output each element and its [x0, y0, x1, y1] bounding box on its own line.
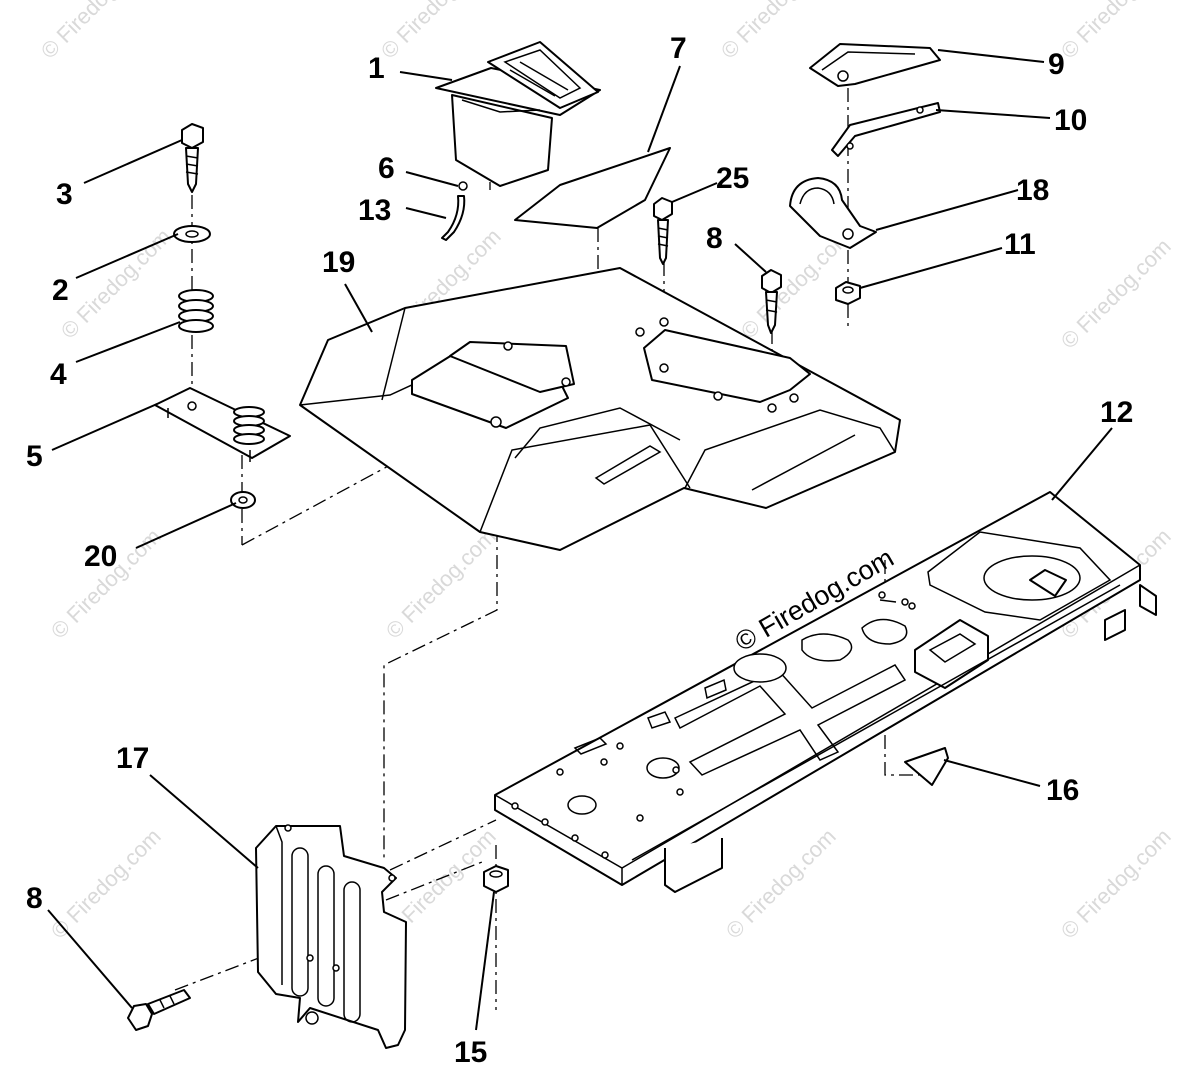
part-16-clip [904, 747, 949, 786]
part-7-pad [514, 147, 671, 229]
part-10-bracket [831, 102, 941, 157]
callout-6: 6 [378, 152, 395, 185]
callout-2: 2 [52, 274, 69, 307]
part-5-spring-plate [154, 387, 291, 462]
callout-16: 16 [1046, 774, 1079, 807]
callout-7: 7 [670, 32, 687, 65]
watermark: © Firedog.com [1056, 0, 1176, 64]
callout-12: 12 [1100, 396, 1133, 429]
callout-13: 13 [358, 194, 391, 227]
callout-numbers: 1 3 2 4 5 6 13 7 25 8 9 10 18 11 19 12 2… [26, 32, 1133, 1069]
watermark: © Firedog.com [376, 0, 496, 64]
callout-8-lower: 8 [26, 882, 43, 915]
part-11-nut [835, 281, 861, 305]
watermark: © Firedog.com [1056, 824, 1176, 944]
callout-8-upper: 8 [706, 222, 723, 255]
watermark: © Firedog.com [721, 824, 841, 944]
part-4-spring [178, 289, 214, 333]
part-20-washer [230, 491, 256, 509]
watermark: © Firedog.com [716, 0, 836, 64]
callout-17: 17 [116, 742, 149, 775]
part-18-clip [789, 177, 877, 249]
callout-18: 18 [1016, 174, 1049, 207]
callout-1: 1 [368, 52, 385, 85]
part-13-hose [441, 195, 466, 241]
part-8-bolt-lower [127, 989, 191, 1031]
callout-19: 19 [322, 246, 355, 279]
watermark: © Firedog.com [56, 224, 176, 344]
watermark: © Firedog.com [1056, 234, 1176, 354]
watermark: © Firedog.com [46, 824, 166, 944]
callout-15: 15 [454, 1036, 487, 1069]
part-8-bolt-upper [761, 269, 782, 334]
part-17-mounting-plate [255, 824, 407, 1049]
leader-lines [47, 49, 1113, 1031]
part-3-bolt [181, 123, 204, 193]
part-25-bolt [653, 197, 673, 265]
watermark: © Firedog.com [381, 524, 501, 644]
callout-10: 10 [1054, 104, 1087, 137]
part-2-washer [173, 225, 211, 243]
part-19-seat-pan [299, 267, 901, 551]
part-15-nut [483, 865, 509, 893]
part-9-cover [809, 43, 941, 87]
callout-25: 25 [716, 162, 749, 195]
callout-4: 4 [50, 358, 67, 391]
part-1-console-tray [435, 41, 601, 187]
callout-3: 3 [56, 178, 73, 211]
part-6-fitting [458, 181, 468, 191]
callout-11: 11 [1004, 228, 1036, 261]
callout-5: 5 [26, 440, 43, 473]
part-12-frame [494, 491, 1157, 893]
callout-20: 20 [84, 540, 117, 573]
callout-9: 9 [1048, 48, 1065, 81]
watermark: © Firedog.com [36, 0, 156, 64]
